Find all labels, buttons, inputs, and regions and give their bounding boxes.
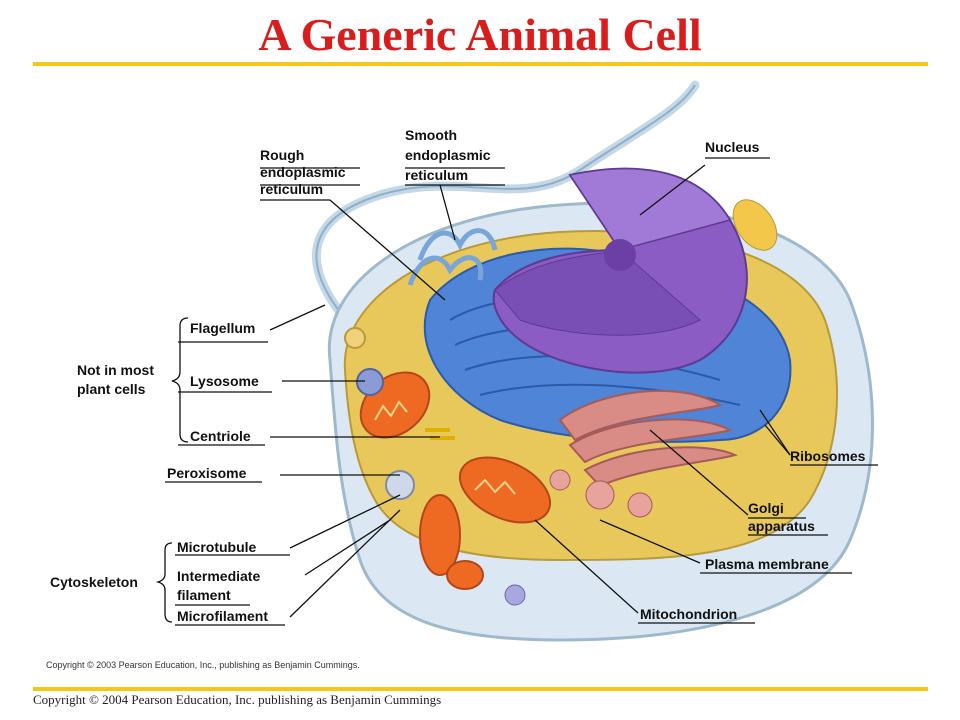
label-smooth-er: Smooth endoplasmic reticulum [405, 127, 494, 183]
label-nucleus: Nucleus [705, 139, 760, 155]
label-flagellum: Flagellum [190, 320, 255, 336]
page-title: A Generic Animal Cell [258, 9, 702, 60]
label-mitochondrion: Mitochondrion [640, 606, 737, 622]
label-golgi: Golgi apparatus [748, 500, 815, 534]
centriole-shape [425, 428, 455, 440]
label-ribosomes: Ribosomes [790, 448, 866, 464]
label-plasma-membrane: Plasma membrane [705, 556, 829, 572]
title-divider [33, 62, 928, 66]
footer-copyright: Copyright © 2004 Pearson Education, Inc.… [33, 692, 442, 707]
label-microfilament: Microfilament [177, 608, 268, 624]
golgi-shape [558, 389, 739, 488]
label-centriole: Centriole [190, 428, 251, 444]
label-lysosome: Lysosome [190, 373, 259, 389]
lysosome-shape [356, 368, 384, 396]
label-peroxisome: Peroxisome [167, 465, 247, 481]
footer-divider [33, 687, 928, 691]
label-cytoskeleton: Cytoskeleton [50, 574, 138, 590]
label-intermediate-filament: Intermediate filament [177, 568, 264, 603]
smooth-er-shape [407, 228, 498, 286]
image-credit: Copyright © 2003 Pearson Education, Inc.… [46, 660, 360, 670]
label-not-in-plant-cells: Not in most plant cells [77, 362, 158, 397]
label-microtubule: Microtubule [177, 539, 257, 555]
peroxisome-shape [385, 470, 415, 500]
label-rough-er: Rough endoplasmic reticulum [260, 147, 349, 197]
